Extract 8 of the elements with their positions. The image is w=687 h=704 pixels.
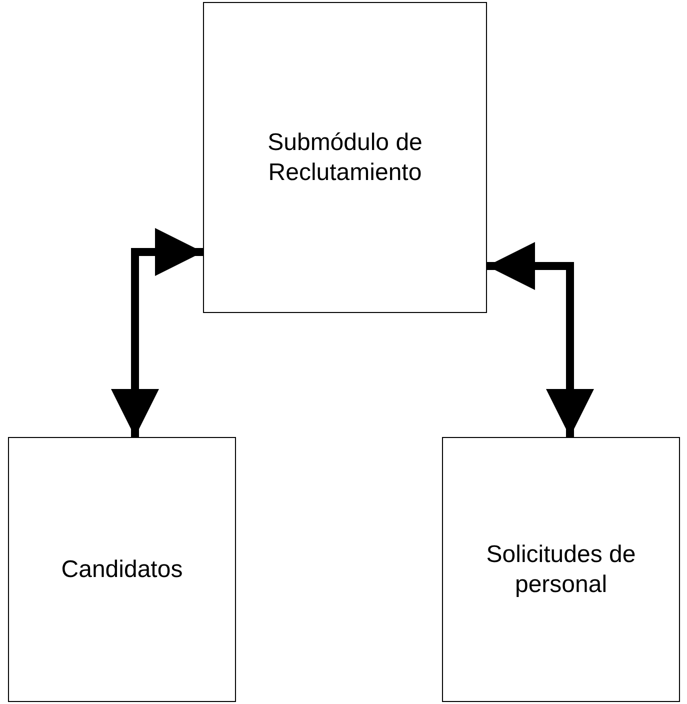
box-label: Candidatos xyxy=(61,554,183,584)
box-label: Submódulo de Reclutamiento xyxy=(266,128,424,188)
double-arrow xyxy=(111,228,203,437)
box-label: Solicitudes de personal xyxy=(485,540,637,600)
double-arrow xyxy=(487,242,594,437)
process-box xyxy=(8,437,236,702)
process-box xyxy=(203,2,487,313)
process-box xyxy=(442,437,680,702)
